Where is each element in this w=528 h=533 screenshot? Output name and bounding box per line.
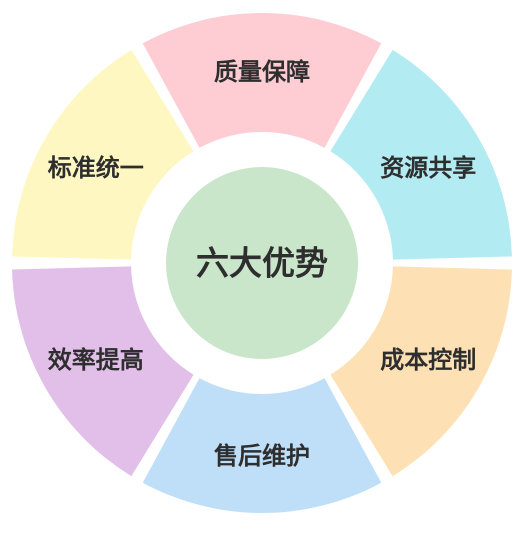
ring-segment-3 (330, 266, 512, 477)
ring-segment-label-3: 成本控制 (380, 346, 476, 374)
ring-segment-label-4: 售后维护 (214, 442, 310, 470)
ring-segment-label-2: 资源共享 (380, 154, 476, 182)
ring-segment-label-6: 标准统一 (48, 154, 144, 182)
ring-segment-2 (330, 49, 512, 260)
center-circle (166, 167, 358, 359)
ring-segments (12, 12, 512, 513)
ring-segment-4 (142, 378, 382, 513)
ring-segment-label-1: 质量保障 (214, 58, 310, 86)
ring-segment-5 (12, 266, 194, 477)
ring-segment-6 (12, 49, 194, 260)
ring-segment-1 (142, 12, 382, 148)
center-title: 六大优势 (196, 244, 328, 283)
ring-segment-label-5: 效率提高 (48, 346, 144, 374)
